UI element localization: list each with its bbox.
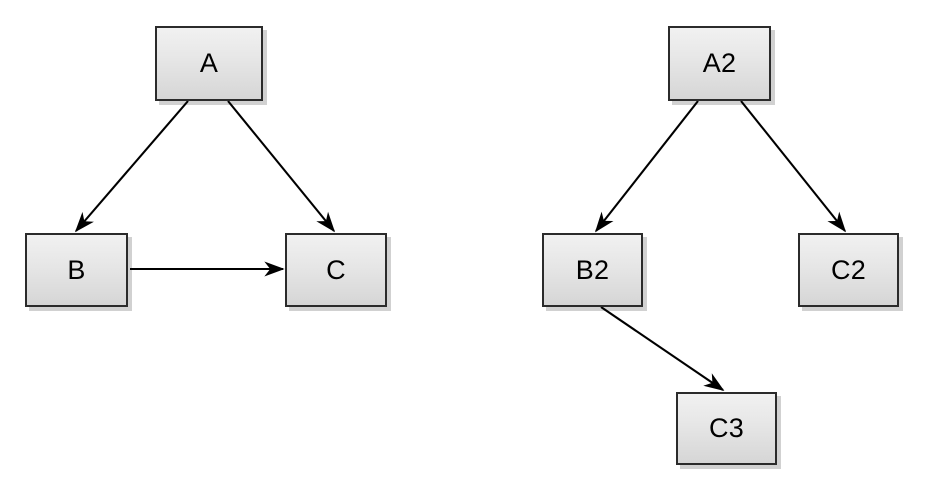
node-c2[interactable]: C2 <box>798 233 899 307</box>
edge-b2-to-c3 <box>600 306 725 391</box>
node-b[interactable]: B <box>25 233 128 307</box>
node-label-b2: B2 <box>575 254 610 285</box>
edge-a-to-c <box>227 100 336 233</box>
node-a[interactable]: A <box>155 26 263 101</box>
node-b2[interactable]: B2 <box>542 233 643 307</box>
node-label-c2: C2 <box>831 254 866 285</box>
node-label-a: A <box>199 48 219 78</box>
node-c[interactable]: C <box>285 233 387 307</box>
node-label-c: C <box>326 254 346 285</box>
edge-a2-to-b2 <box>594 100 699 233</box>
node-label-b: B <box>67 254 86 285</box>
edge-a2-to-c2 <box>740 100 847 233</box>
node-label-c3: C3 <box>709 413 744 443</box>
node-label-a2: A2 <box>702 48 737 78</box>
node-a2[interactable]: A2 <box>668 26 771 101</box>
node-c3[interactable]: C3 <box>676 392 777 465</box>
edge-a-to-b <box>74 100 189 233</box>
edges-group <box>74 100 847 391</box>
